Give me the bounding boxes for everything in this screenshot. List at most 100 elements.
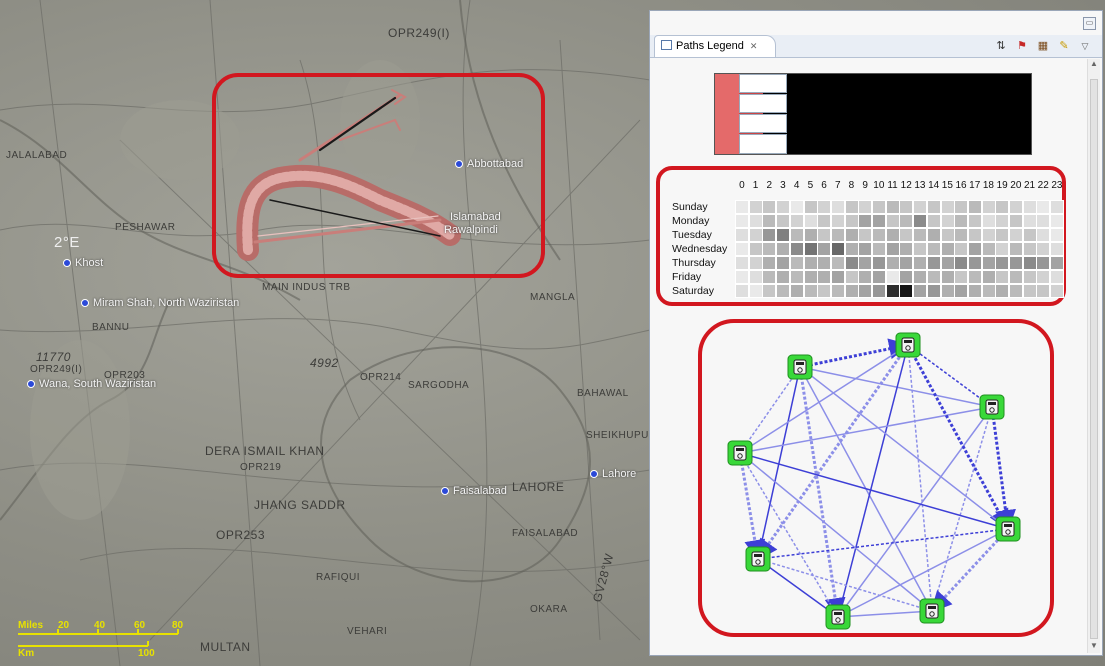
heatmap-cell[interactable] (789, 270, 804, 284)
heatmap-cell[interactable] (1050, 200, 1065, 214)
heatmap-cell[interactable] (803, 284, 818, 298)
legend-row[interactable] (739, 94, 787, 113)
graph-edge[interactable] (929, 406, 993, 613)
heatmap-cell[interactable] (858, 256, 873, 270)
city-marker[interactable]: Islamabad (450, 211, 501, 223)
heatmap-cell[interactable] (762, 214, 777, 228)
heatmap-cell[interactable] (844, 228, 859, 242)
heatmap-cell[interactable] (789, 228, 804, 242)
heatmap-cell[interactable] (735, 242, 749, 256)
graph-edge[interactable] (756, 528, 1009, 564)
heatmap-cell[interactable] (940, 200, 955, 214)
heatmap-cell[interactable] (830, 200, 845, 214)
heatmap-cell[interactable] (940, 270, 955, 284)
heatmap-cell[interactable] (735, 228, 749, 242)
heatmap-cell[interactable] (803, 256, 818, 270)
heatmap-cell[interactable] (899, 214, 914, 228)
legend-row[interactable] (739, 134, 787, 154)
flag-icon[interactable]: ⚑ (1017, 40, 1027, 52)
graph-edge[interactable] (799, 366, 994, 411)
heatmap-cell[interactable] (981, 256, 996, 270)
heatmap-cell[interactable] (762, 242, 777, 256)
heatmap-cell[interactable] (858, 242, 873, 256)
heatmap-cell[interactable] (967, 200, 982, 214)
graph-node[interactable] (825, 604, 851, 630)
heatmap-cell[interactable] (1036, 256, 1051, 270)
scroll-thumb[interactable] (1090, 79, 1098, 639)
graph-node[interactable] (919, 598, 945, 624)
heatmap-cell[interactable] (995, 200, 1010, 214)
heatmap-cell[interactable] (940, 256, 955, 270)
heatmap-cell[interactable] (776, 270, 791, 284)
graph-edge[interactable] (738, 452, 766, 562)
heatmap-cell[interactable] (858, 228, 873, 242)
heatmap-cell[interactable] (995, 270, 1010, 284)
heatmap-cell[interactable] (844, 242, 859, 256)
graph-node[interactable] (745, 546, 771, 572)
heatmap-cell[interactable] (776, 242, 791, 256)
heatmap-cell[interactable] (735, 284, 749, 298)
heatmap-cell[interactable] (872, 214, 886, 228)
heatmap-cell[interactable] (830, 242, 845, 256)
heatmap-cell[interactable] (899, 200, 914, 214)
graph-edge[interactable] (757, 558, 839, 618)
heatmap-cell[interactable] (776, 228, 791, 242)
legend-row[interactable] (739, 74, 787, 93)
heatmap-cell[interactable] (995, 284, 1010, 298)
heatmap-cell[interactable] (954, 200, 969, 214)
heatmap-cell[interactable] (1036, 214, 1051, 228)
heatmap-cell[interactable] (940, 228, 955, 242)
heatmap-cell[interactable] (803, 228, 818, 242)
heatmap-cell[interactable] (967, 256, 982, 270)
graph-edge[interactable] (739, 452, 839, 618)
heatmap-cell[interactable] (789, 242, 804, 256)
graph-edge[interactable] (837, 406, 993, 618)
heatmap-cell[interactable] (954, 256, 969, 270)
heatmap-cell[interactable] (789, 284, 804, 298)
graph-node[interactable] (727, 440, 753, 466)
heatmap-cell[interactable] (913, 214, 928, 228)
heatmap-cell[interactable] (817, 284, 832, 298)
graph-edge[interactable] (837, 606, 934, 618)
heatmap-cell[interactable] (954, 228, 969, 242)
heatmap-cell[interactable] (735, 256, 749, 270)
heatmap-cell[interactable] (858, 214, 873, 228)
heatmap-cell[interactable] (967, 214, 982, 228)
graph-edge[interactable] (798, 366, 846, 620)
city-marker[interactable]: Khost (63, 257, 103, 269)
heatmap-cell[interactable] (803, 214, 818, 228)
heatmap-cell[interactable] (1022, 228, 1037, 242)
heatmap-cell[interactable] (899, 256, 914, 270)
heatmap-cell[interactable] (1050, 228, 1065, 242)
graph-edge[interactable] (835, 344, 909, 619)
heatmap-cell[interactable] (926, 228, 941, 242)
graph-edge[interactable] (907, 344, 993, 408)
heatmap-cell[interactable] (995, 242, 1010, 256)
heatmap-cell[interactable] (885, 242, 900, 256)
heatmap-cell[interactable] (899, 228, 914, 242)
heatmap-cell[interactable] (748, 214, 763, 228)
graph-edge[interactable] (799, 338, 911, 369)
heatmap-cell[interactable] (735, 200, 749, 214)
graph-edge[interactable] (907, 344, 937, 613)
heatmap-cell[interactable] (844, 270, 859, 284)
city-marker[interactable]: Miram Shah, North Waziristan (81, 297, 239, 309)
heatmap-cell[interactable] (981, 200, 996, 214)
heatmap-cell[interactable] (913, 242, 928, 256)
heatmap-cell[interactable] (830, 214, 845, 228)
heatmap-cell[interactable] (995, 228, 1010, 242)
heatmap-cell[interactable] (913, 256, 928, 270)
heatmap-cell[interactable] (844, 256, 859, 270)
vertical-scrollbar[interactable]: ▲ ▼ (1087, 59, 1100, 653)
heatmap-cell[interactable] (1036, 270, 1051, 284)
heatmap-cell[interactable] (872, 242, 886, 256)
heatmap-cell[interactable] (981, 270, 996, 284)
heatmap-cell[interactable] (872, 270, 886, 284)
heatmap-cell[interactable] (885, 214, 900, 228)
heatmap-cell[interactable] (830, 284, 845, 298)
heatmap-cell[interactable] (885, 200, 900, 214)
heatmap-cell[interactable] (1009, 256, 1023, 270)
heatmap-cell[interactable] (954, 242, 969, 256)
graph-node[interactable] (995, 516, 1021, 542)
heatmap-cell[interactable] (872, 228, 886, 242)
